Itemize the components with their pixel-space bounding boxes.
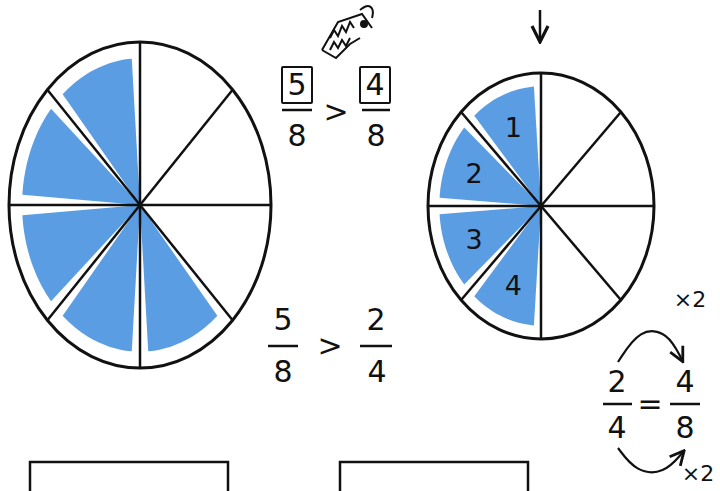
- fraction-bar: [603, 403, 632, 406]
- fraction-bar: [360, 345, 392, 348]
- circle-outline: [9, 42, 271, 368]
- fraction-symbol: 2: [366, 305, 385, 335]
- numerator: 5: [287, 70, 306, 100]
- piece-number: 1: [505, 114, 522, 141]
- multiplier: ×2: [674, 289, 706, 311]
- multiply-arrow: [618, 448, 683, 472]
- fraction-symbol: 8: [273, 357, 292, 387]
- fraction-symbol: 4: [607, 413, 626, 443]
- fraction-symbol: 4: [675, 367, 694, 397]
- fraction-symbol: >: [317, 331, 342, 361]
- fraction-symbol: 8: [287, 121, 306, 151]
- piece-number: 2: [466, 160, 483, 187]
- divider-line: [461, 112, 621, 300]
- boxed-numerator: 5: [281, 66, 312, 104]
- answer-box: [30, 462, 228, 491]
- right-fraction-circle: 12 34: [425, 70, 657, 342]
- numerator: 4: [365, 70, 384, 100]
- shading: [474, 206, 541, 325]
- fraction-symbol: >: [323, 97, 348, 127]
- monster-doodle: [322, 6, 373, 58]
- boxed-numerator: 4: [359, 66, 390, 104]
- fraction-symbol: 5: [273, 305, 292, 335]
- shading: [140, 205, 217, 351]
- shading: [22, 109, 140, 205]
- circle-shape: [428, 73, 654, 339]
- fraction-symbol: 8: [366, 121, 385, 151]
- circle-drawing: [425, 70, 657, 342]
- circle-outline: [428, 73, 654, 339]
- piece-number: 4: [505, 271, 522, 298]
- fraction-symbol: =: [637, 389, 662, 419]
- fraction-symbol: 8: [675, 413, 694, 443]
- piece-number: 3: [466, 225, 483, 252]
- fraction-bar: [282, 109, 312, 112]
- shading: [63, 205, 140, 351]
- fraction-bar: [362, 109, 390, 112]
- shading: [440, 127, 541, 206]
- divider-line: [47, 90, 232, 321]
- fraction-bar: [268, 345, 298, 348]
- fraction-symbol: 4: [367, 357, 386, 387]
- left-fraction-circle: [9, 42, 271, 368]
- down-arrow: [539, 10, 542, 40]
- multiplier: ×2: [682, 463, 714, 485]
- fraction-symbol: 2: [607, 367, 626, 397]
- answer-box: [340, 462, 528, 491]
- fraction-bar: [670, 403, 700, 406]
- multiply-arrow: [618, 331, 682, 362]
